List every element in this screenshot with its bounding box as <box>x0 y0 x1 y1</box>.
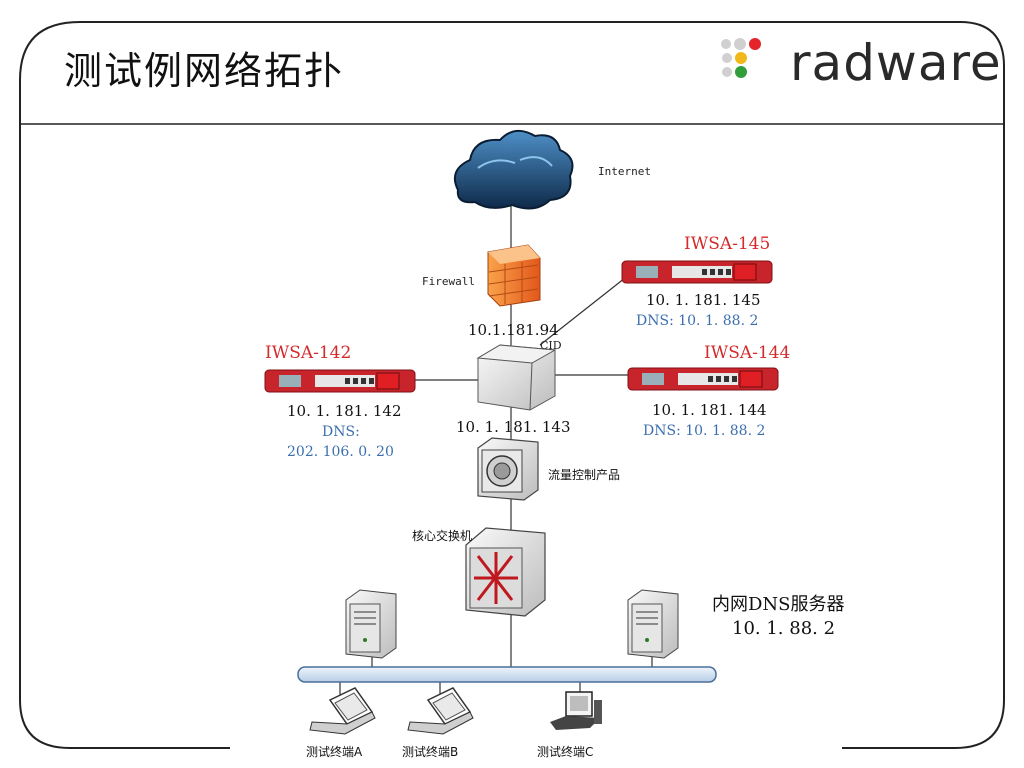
desktop-c-icon <box>550 691 602 730</box>
firewall-label: Firewall <box>422 275 475 288</box>
radware-logo-dots-icon <box>721 38 761 78</box>
traffic-control-device-icon <box>477 437 539 501</box>
internet-cloud-icon <box>454 129 574 210</box>
firewall-icon <box>487 244 541 307</box>
iwsa-145-dns: DNS: 10. 1. 88. 2 <box>636 313 759 329</box>
hub-device-icon <box>476 344 557 411</box>
iwsa-142-dns-label: DNS: <box>322 424 360 440</box>
iwsa-144-dns: DNS: 10. 1. 88. 2 <box>643 423 766 439</box>
link-lines <box>339 205 653 700</box>
iwsa-142-ip: 10. 1. 181. 142 <box>287 402 402 420</box>
iwsa-144-ip: 10. 1. 181. 144 <box>652 401 767 419</box>
iwsa-145-label: IWSA-145 <box>684 234 771 254</box>
terminal-c-label: 测试终端C <box>537 745 594 759</box>
iwsa-142-label: IWSA-142 <box>265 343 352 363</box>
page-title: 测试例网络拓扑 <box>64 49 345 93</box>
dns-server-icon <box>627 589 679 659</box>
traffic-product-label: 流量控制产品 <box>548 468 621 482</box>
server-left-icon <box>345 589 397 659</box>
iwsa-145-ip: 10. 1. 181. 145 <box>646 291 761 309</box>
brand-logo-text: radware <box>790 34 1002 92</box>
iwsa-144-appliance-icon <box>627 367 779 391</box>
iwsa-142-dns-value: 202. 106. 0. 20 <box>287 444 394 460</box>
laptop-b-icon <box>407 687 474 735</box>
iwsa-142-appliance-icon <box>264 369 416 393</box>
cid-label: CID <box>540 339 562 352</box>
dns-server-label: 内网DNS服务器 <box>712 594 845 615</box>
terminal-b-label: 测试终端B <box>402 745 459 759</box>
iwsa-144-label: IWSA-144 <box>704 343 791 363</box>
hub-ip: 10. 1. 181. 143 <box>456 418 571 436</box>
dns-server-ip: 10. 1. 88. 2 <box>732 618 836 639</box>
firewall-ip: 10.1.181.94 <box>468 321 559 339</box>
laptop-a-icon <box>309 687 376 735</box>
lan-bus <box>297 666 717 683</box>
terminal-a-label: 测试终端A <box>306 745 363 759</box>
core-switch-label: 核心交换机 <box>412 529 473 543</box>
slide-frame <box>19 21 1005 749</box>
iwsa-145-appliance-icon <box>621 260 773 284</box>
core-switch-icon <box>465 527 546 617</box>
internet-label: Internet <box>598 165 651 178</box>
